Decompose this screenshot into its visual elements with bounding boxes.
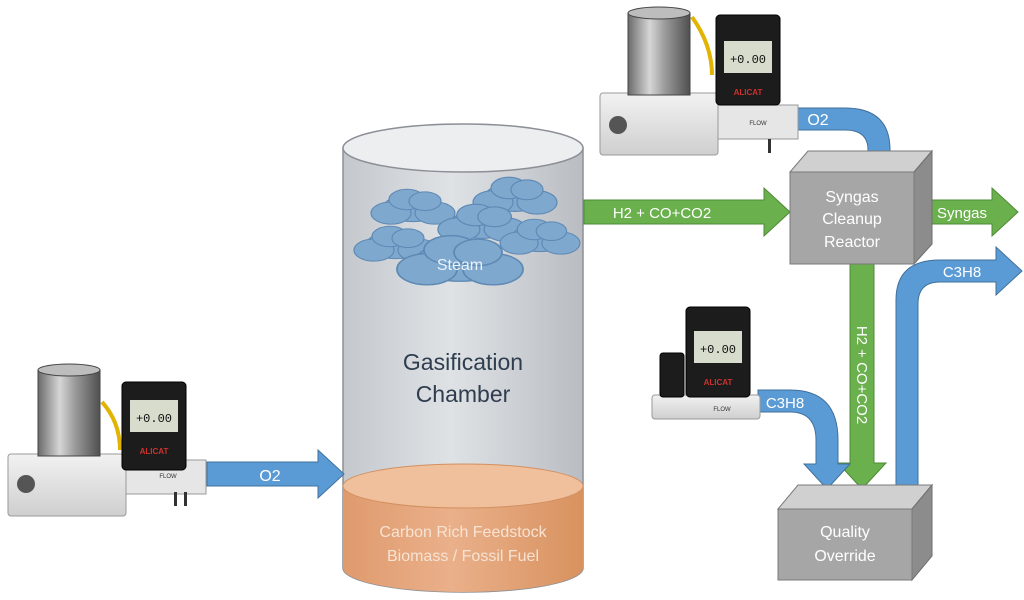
h2-mix-vertical-arrow: H2 + CO+CO2: [836, 261, 888, 490]
left-controller-flow: FLOW: [159, 474, 177, 480]
top-controller-flow: FLOW: [749, 121, 767, 127]
override-label-line2: Override: [814, 548, 875, 565]
steam-label: Steam: [437, 257, 483, 274]
c3h8-out-label: C3H8: [943, 264, 981, 281]
syngas-out-arrow: Syngas: [917, 186, 1019, 238]
reactor-label-line2: Cleanup: [822, 211, 882, 228]
reactor-label-line1: Syngas: [825, 189, 878, 206]
top-flow-controller: +0.00 ALICAT FLOW: [599, 6, 799, 156]
h2-mix-horizontal-arrow: H2 + CO+CO2: [583, 186, 791, 238]
o2-left-arrow: O2: [206, 448, 345, 500]
o2-top-label: O2: [807, 112, 828, 129]
feedstock-label-line1: Carbon Rich Feedstock: [379, 524, 547, 541]
middle-controller-flow: FLOW: [713, 407, 731, 413]
left-controller-brand: ALICAT: [140, 447, 169, 456]
gasification-chamber: Steam Gasification Chamber Carbon Rich F…: [342, 123, 584, 593]
syngas-out-label: Syngas: [937, 205, 987, 222]
c3h8-in-arrow: C3H8: [757, 389, 852, 490]
middle-controller-brand: ALICAT: [704, 378, 733, 387]
top-controller-display: +0.00: [730, 53, 766, 67]
middle-flow-controller: +0.00 ALICAT FLOW: [651, 306, 761, 420]
o2-left-label: O2: [259, 468, 280, 485]
chamber-title-line2: Chamber: [416, 381, 511, 407]
quality-override-box: Quality Override: [776, 483, 934, 582]
feedstock-label-line2: Biomass / Fossil Fuel: [387, 548, 539, 565]
c3h8-in-label: C3H8: [766, 395, 804, 412]
h2-mix-vertical-label: H2 + CO+CO2: [853, 326, 870, 424]
left-flow-controller: +0.00 ALICAT FLOW: [7, 363, 207, 517]
c3h8-out-arrow: C3H8: [895, 245, 1023, 490]
left-controller-display: +0.00: [136, 412, 172, 426]
chamber-title-line1: Gasification: [403, 349, 523, 375]
override-label-line1: Quality: [820, 524, 870, 541]
top-controller-brand: ALICAT: [734, 88, 763, 97]
feedstock-layer: [342, 463, 584, 592]
middle-controller-display: +0.00: [700, 343, 736, 357]
h2-mix-horizontal-label: H2 + CO+CO2: [613, 205, 711, 222]
syngas-cleanup-reactor: Syngas Cleanup Reactor: [788, 149, 934, 266]
reactor-label-line3: Reactor: [824, 234, 881, 251]
